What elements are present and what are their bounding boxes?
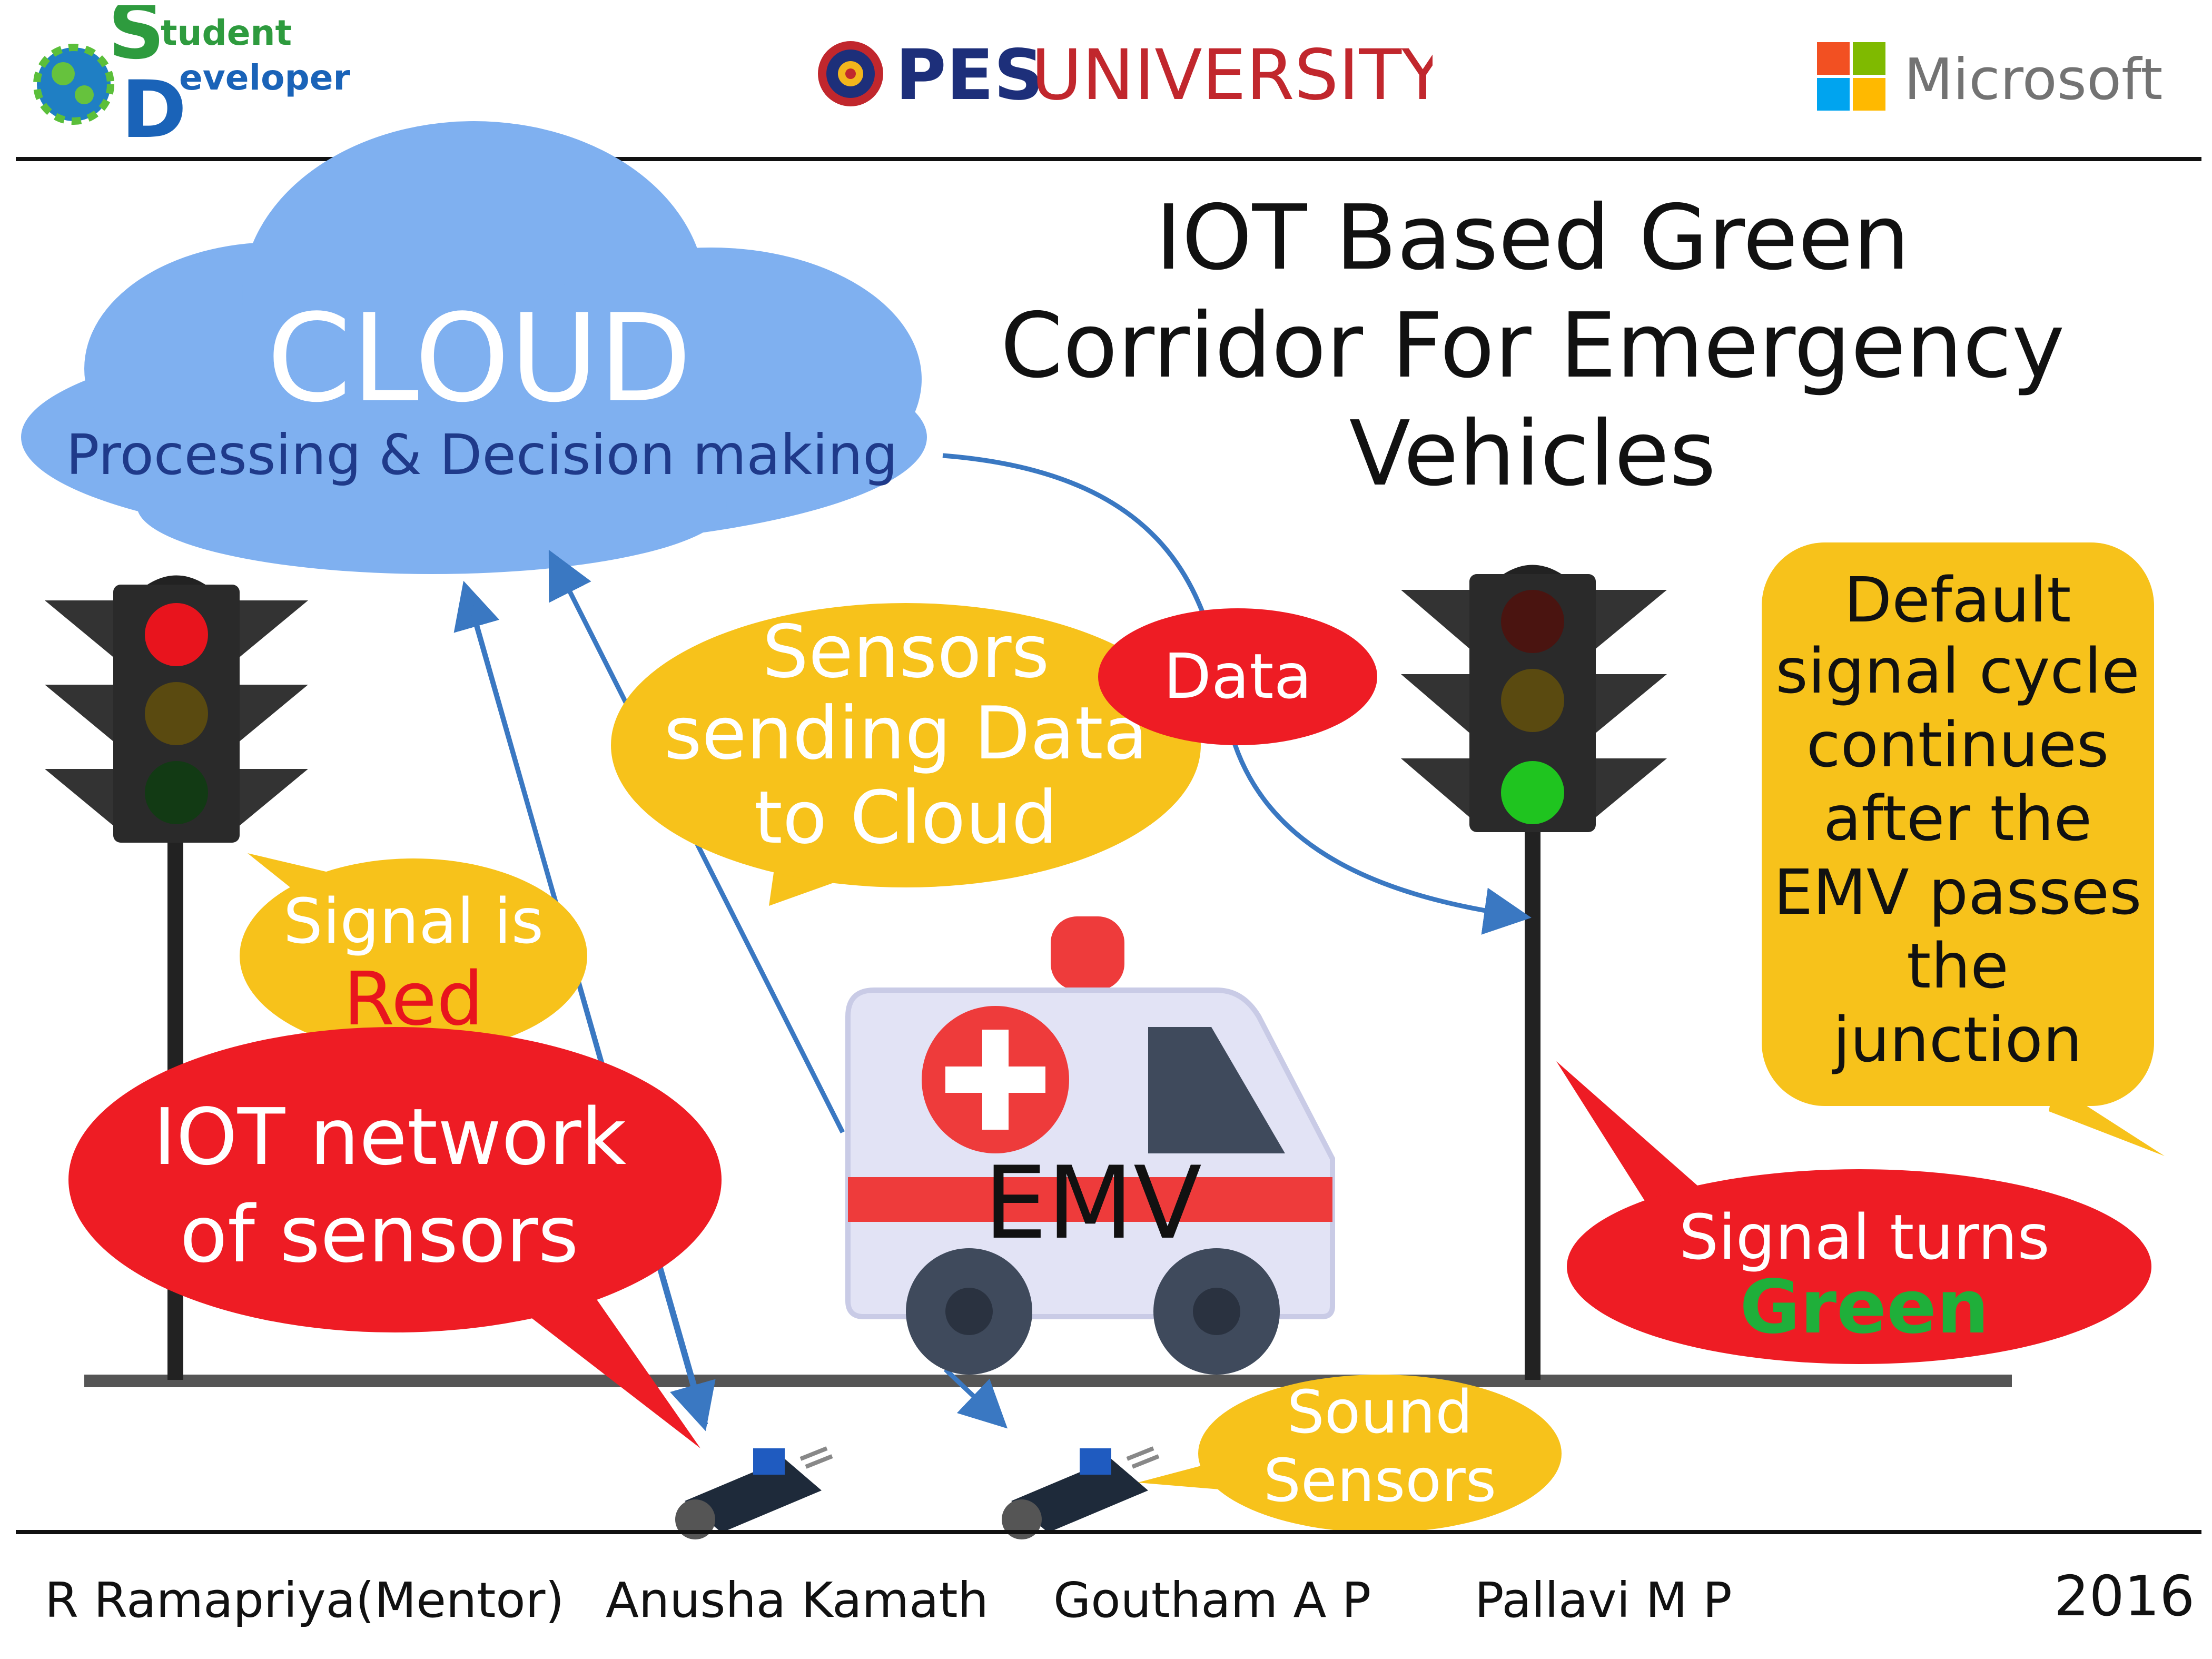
microsoft-logo: Microsoft	[1812, 37, 2191, 121]
data-bubble: Data	[1098, 608, 1377, 745]
emv-label: EMV	[984, 1145, 1202, 1261]
footer-name-anusha: Anusha Kamath	[606, 1572, 989, 1628]
student-developer-logo: S tudent D eveloper	[21, 0, 379, 156]
sound-sensors-bubble: Sound Sensors	[1138, 1375, 1562, 1533]
logo-letter-d: D	[121, 64, 187, 147]
footer-divider	[16, 1530, 2201, 1534]
sensors-sending-bubble: Sensors sending Data to Cloud	[611, 603, 1201, 906]
title-line-3: Vehicles	[1349, 402, 1716, 506]
pes-text: PES	[895, 35, 1044, 116]
road-line	[84, 1375, 2012, 1387]
traffic-light-right	[1401, 565, 1667, 1380]
cloud-heading: CLOUD	[266, 289, 692, 429]
right-yellow-lamp	[1501, 669, 1564, 732]
sound-sensor-icon	[1002, 1446, 1160, 1539]
logo-word-eveloper: eveloper	[179, 57, 351, 98]
title-line-1: IOT Based Green	[1155, 186, 1910, 290]
default-cycle-line-5: EMV passes	[1774, 856, 2142, 929]
iot-network-line1: IOT network	[153, 1092, 627, 1182]
left-red-lamp	[145, 603, 208, 666]
microsoft-text: Microsoft	[1904, 47, 2162, 113]
sensors-sending-line3: to Cloud	[754, 775, 1058, 860]
data-label: Data	[1163, 640, 1312, 713]
left-yellow-lamp	[145, 682, 208, 745]
iot-network-bubble: IOT network of sensors	[68, 1027, 722, 1448]
sound-sensor-icon	[675, 1446, 833, 1539]
header-divider	[16, 157, 2201, 161]
footer-name-mentor: R Ramapriya(Mentor)	[45, 1572, 565, 1628]
pes-university-logo: PES UNIVERSITY	[811, 32, 1444, 121]
logo-letter-s: S	[108, 5, 165, 77]
cloud-to-sensor1-arrow	[469, 605, 716, 1431]
default-cycle-line-7: junction	[1831, 1003, 2082, 1076]
iot-network-line2: of sensors	[180, 1189, 578, 1280]
slide-title: IOT Based Green Corridor For Emergency V…	[948, 184, 2117, 508]
footer-name-goutham: Goutham A P	[1053, 1572, 1371, 1628]
cloud-subheading: Processing & Decision making	[66, 423, 898, 487]
right-red-lamp	[1501, 590, 1564, 653]
default-cycle-line-2: signal cycle	[1775, 635, 2140, 707]
signal-green-line2: Green	[1740, 1265, 1989, 1350]
signal-red-bubble: Signal is Red	[240, 853, 587, 1053]
university-text: UNIVERSITY	[1031, 35, 1433, 116]
right-green-lamp	[1501, 761, 1564, 824]
ambulance-icon: EMV	[845, 916, 1335, 1375]
default-cycle-line-3: continues	[1806, 708, 2109, 781]
sound-sensors-line1: Sound	[1287, 1378, 1473, 1447]
sensors-sending-line1: Sensors	[763, 609, 1050, 694]
university-seal-icon	[818, 41, 883, 106]
default-cycle-line-4: after the	[1823, 782, 2092, 855]
default-cycle-bubble: Default signal cycle continues after the…	[1762, 542, 2165, 1156]
left-green-lamp	[145, 761, 208, 824]
footer-name-pallavi: Pallavi M P	[1475, 1572, 1732, 1628]
cloud-shape: CLOUD Processing & Decision making	[21, 121, 927, 574]
signal-green-line1: Signal turns	[1679, 1201, 2050, 1273]
microsoft-windows-icon	[1817, 42, 1885, 111]
sensors-sending-line2: sending Data	[664, 691, 1148, 776]
default-cycle-line-1: Default	[1844, 564, 2071, 636]
sound-sensors-line2: Sensors	[1263, 1447, 1496, 1515]
signal-red-line1: Signal is	[283, 885, 544, 957]
globe-icon: S tudent D eveloper	[33, 0, 351, 156]
signal-green-bubble: Signal turns Green	[1556, 1061, 2151, 1364]
title-line-2: Corridor For Emergency	[1000, 294, 2065, 398]
emv-to-sensor2-arrow	[943, 1367, 1008, 1429]
logo-word-tudent: tudent	[161, 13, 292, 53]
default-cycle-line-6: the	[1907, 930, 2009, 1002]
footer-year: 2016	[2054, 1564, 2195, 1628]
